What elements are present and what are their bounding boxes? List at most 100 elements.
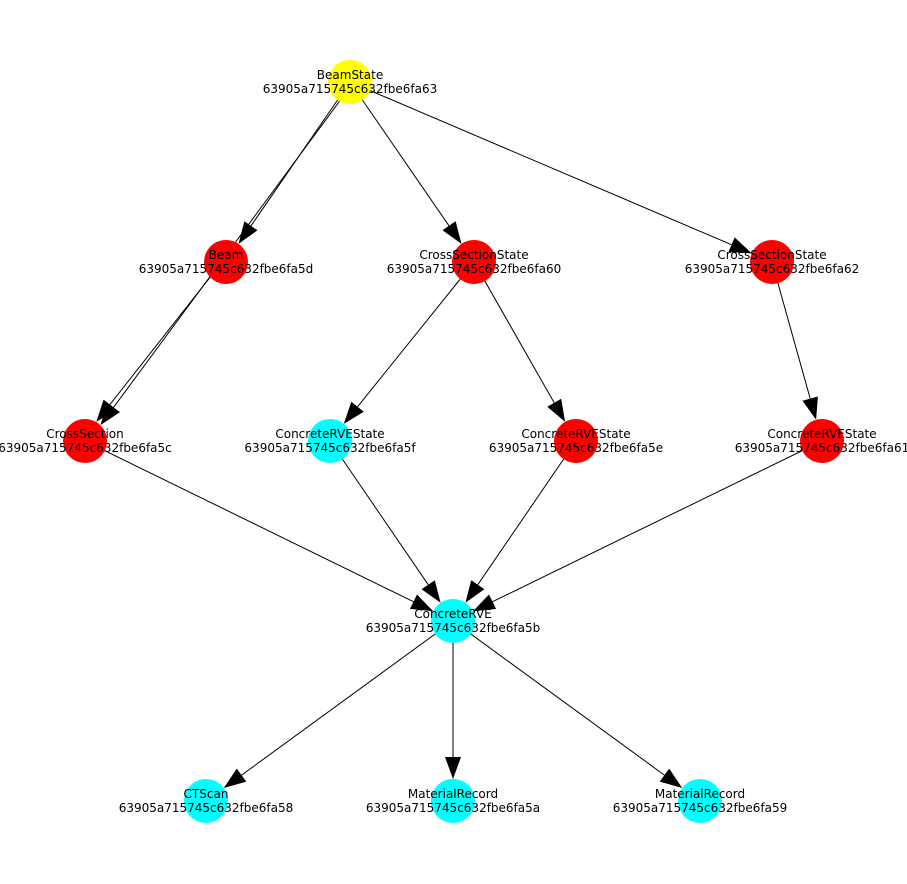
- edge-line: [492, 440, 823, 603]
- edge-arrowhead: [421, 580, 441, 603]
- node-circle: [328, 60, 372, 104]
- node-circle: [184, 779, 228, 823]
- node-circle: [750, 240, 794, 284]
- node-type-label: ConcreteRVEState: [275, 427, 384, 441]
- node-id-label: 63905a715745c632fbe6fa5d: [139, 262, 314, 276]
- edge-line: [329, 440, 429, 585]
- node-circle: [678, 779, 722, 823]
- edge-arrowhead: [465, 580, 485, 603]
- edge-arrowhead: [410, 594, 434, 612]
- edge-9: [329, 440, 441, 603]
- node-id-label: 63905a715745c632fbe6fa5b: [366, 621, 541, 635]
- edge-14: [452, 620, 683, 788]
- edge-line: [357, 261, 475, 408]
- node-type-label: MaterialRecord: [408, 787, 498, 801]
- edge-arrowhead: [547, 398, 566, 422]
- edge-arrowhead: [472, 594, 497, 612]
- edge-10: [465, 440, 577, 603]
- node-id-label: 63905a715745c632fbe6fa5c: [0, 441, 172, 455]
- node-id-label: 63905a715745c632fbe6fa5e: [489, 441, 663, 455]
- node-id-label: 63905a715745c632fbe6fa5f: [244, 441, 416, 455]
- edge-line: [109, 259, 224, 405]
- node-id-label: 63905a715745c632fbe6fa5a: [366, 801, 540, 815]
- node-type-label: CrossSectionState: [419, 248, 528, 262]
- edge-line: [349, 81, 450, 227]
- edge-arrowhead: [445, 757, 461, 779]
- edge-arrowhead: [238, 221, 258, 244]
- node-circle: [204, 240, 248, 284]
- edge-arrowhead: [659, 768, 683, 788]
- node-circle: [308, 419, 352, 463]
- edge-line: [771, 261, 811, 399]
- edge-7: [771, 261, 818, 420]
- node-circle: [63, 419, 107, 463]
- edge-4: [96, 259, 224, 422]
- edge-arrowhead: [100, 402, 120, 426]
- edge-arrowhead: [223, 768, 247, 788]
- edge-arrowhead: [802, 396, 818, 420]
- edge-2: [349, 81, 462, 244]
- node-circle: [800, 419, 844, 463]
- node-type-label: ConcreteRVEState: [521, 427, 630, 441]
- node-type-label: BeamState: [317, 68, 383, 82]
- node-circle: [431, 599, 475, 643]
- edge-arrowhead: [728, 237, 752, 254]
- edge-3: [349, 81, 752, 254]
- edges-layer: [84, 81, 823, 788]
- node-id-label: 63905a715745c632fbe6fa62: [685, 262, 860, 276]
- node-type-label: ConcreteRVEState: [767, 427, 876, 441]
- edge-13: [445, 621, 461, 779]
- edge-6: [473, 261, 566, 422]
- edge-5: [343, 261, 475, 424]
- edge-line: [241, 620, 454, 776]
- edge-12: [223, 620, 454, 788]
- edge-arrowhead: [96, 399, 117, 422]
- edge-8: [84, 440, 434, 612]
- node-type-label: CrossSectionState: [717, 248, 826, 262]
- edge-line: [84, 440, 414, 603]
- node-id-label: 63905a715745c632fbe6fa63: [263, 82, 438, 96]
- node-id-label: 63905a715745c632fbe6fa60: [387, 262, 562, 276]
- node-type-label: ConcreteRVE: [414, 607, 492, 621]
- node-circle: [452, 240, 496, 284]
- edge-line: [477, 440, 577, 585]
- node-id-label: 63905a715745c632fbe6fa58: [119, 801, 294, 815]
- edge-line: [452, 620, 665, 776]
- node-id-label: 63905a715745c632fbe6fa61: [735, 441, 907, 455]
- edge-11: [472, 440, 823, 612]
- node-circle: [431, 779, 475, 823]
- node-type-label: CTScan: [184, 787, 229, 801]
- node-id-label: 63905a715745c632fbe6fa59: [613, 801, 788, 815]
- edge-line: [349, 81, 732, 246]
- edge-line: [473, 261, 555, 404]
- edge-arrowhead: [343, 401, 364, 424]
- node-type-label: Beam: [209, 248, 244, 262]
- edge-arrowhead: [442, 221, 462, 244]
